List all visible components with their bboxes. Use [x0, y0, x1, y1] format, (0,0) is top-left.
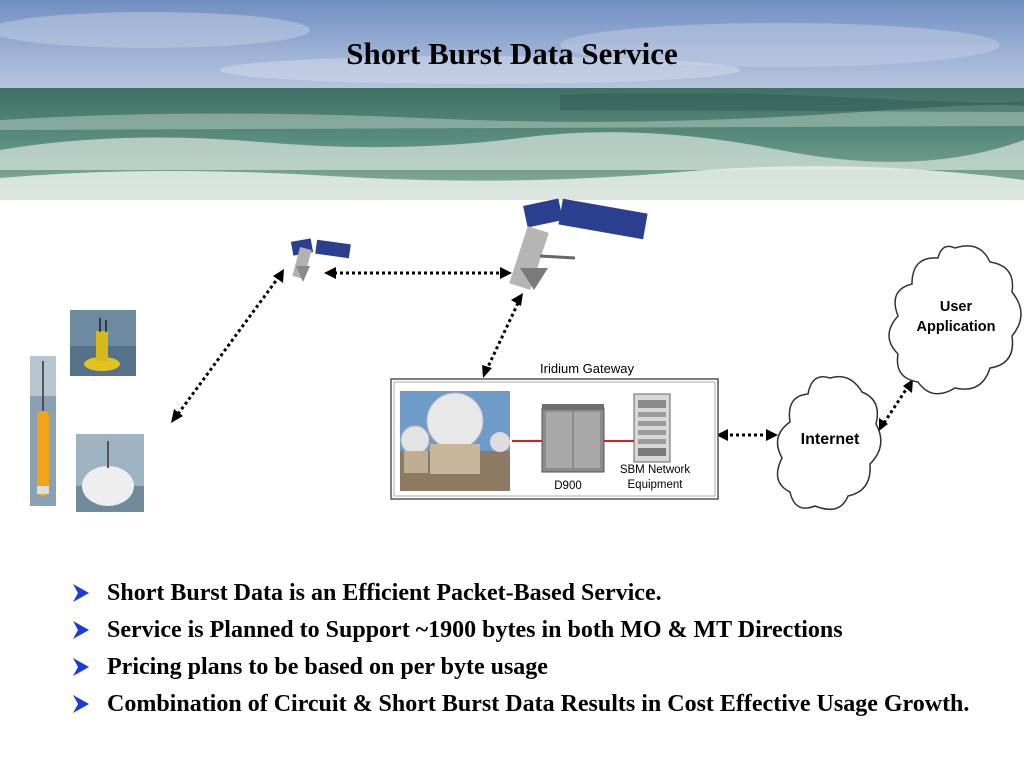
- user-application-label: User Application: [900, 297, 1012, 337]
- internet-label: Internet: [800, 431, 860, 448]
- large-satellite-image: [509, 198, 648, 290]
- iridium-gateway-label: Iridium Gateway: [540, 361, 634, 376]
- bullet-text: Service is Planned to Support ~1900 byte…: [107, 617, 843, 643]
- spar-buoy-image: [30, 356, 56, 506]
- gateway-antenna-domes-image: [400, 391, 510, 491]
- user-app-line1: User: [939, 299, 973, 315]
- bullet-text: Combination of Circuit & Short Burst Dat…: [107, 691, 970, 717]
- dome-buoy-image: [76, 434, 144, 512]
- network-diagram: Iridium Gateway D900 SBM Network Equipme…: [0, 196, 1024, 536]
- bullet-text: Short Burst Data is an Efficient Packet-…: [107, 580, 662, 606]
- yellow-buoy-image: [70, 310, 136, 376]
- arrow-bullet-icon: [73, 695, 89, 713]
- user-application-cloud: [888, 245, 1022, 395]
- arrow-bullet-icon: [73, 658, 89, 676]
- bullet-list: Short Burst Data is an Efficient Packet-…: [70, 578, 1000, 726]
- link-internet-to-user-app: [882, 387, 909, 424]
- bullet-item: Combination of Circuit & Short Burst Dat…: [70, 689, 1000, 719]
- internet-cloud: [776, 375, 882, 511]
- sbm-label-line2: Equipment: [627, 479, 683, 491]
- bullet-text: Pricing plans to be based on per byte us…: [107, 654, 548, 680]
- slide-title: Short Burst Data Service: [346, 36, 678, 71]
- bullet-item: Service is Planned to Support ~1900 byte…: [70, 615, 1000, 645]
- link-buoys-to-satellite: [176, 277, 280, 415]
- ocean-banner-image: [0, 0, 1024, 200]
- d900-switch-cabinet-image: [541, 404, 605, 473]
- arrow-bullet-icon: [73, 584, 89, 602]
- sbm-network-equipment-label: SBM Network Equipment: [610, 463, 700, 493]
- sbm-network-equipment-image: [633, 393, 671, 463]
- arrow-bullet-icon: [73, 621, 89, 639]
- d900-label: D900: [554, 480, 582, 492]
- small-satellite-image: [290, 238, 351, 282]
- bullet-item: Short Burst Data is an Efficient Packet-…: [70, 578, 1000, 608]
- bullet-item: Pricing plans to be based on per byte us…: [70, 652, 1000, 682]
- user-app-line2: Application: [916, 319, 996, 335]
- sbm-label-line1: SBM Network: [619, 464, 691, 476]
- link-satellite-to-gateway: [485, 302, 520, 370]
